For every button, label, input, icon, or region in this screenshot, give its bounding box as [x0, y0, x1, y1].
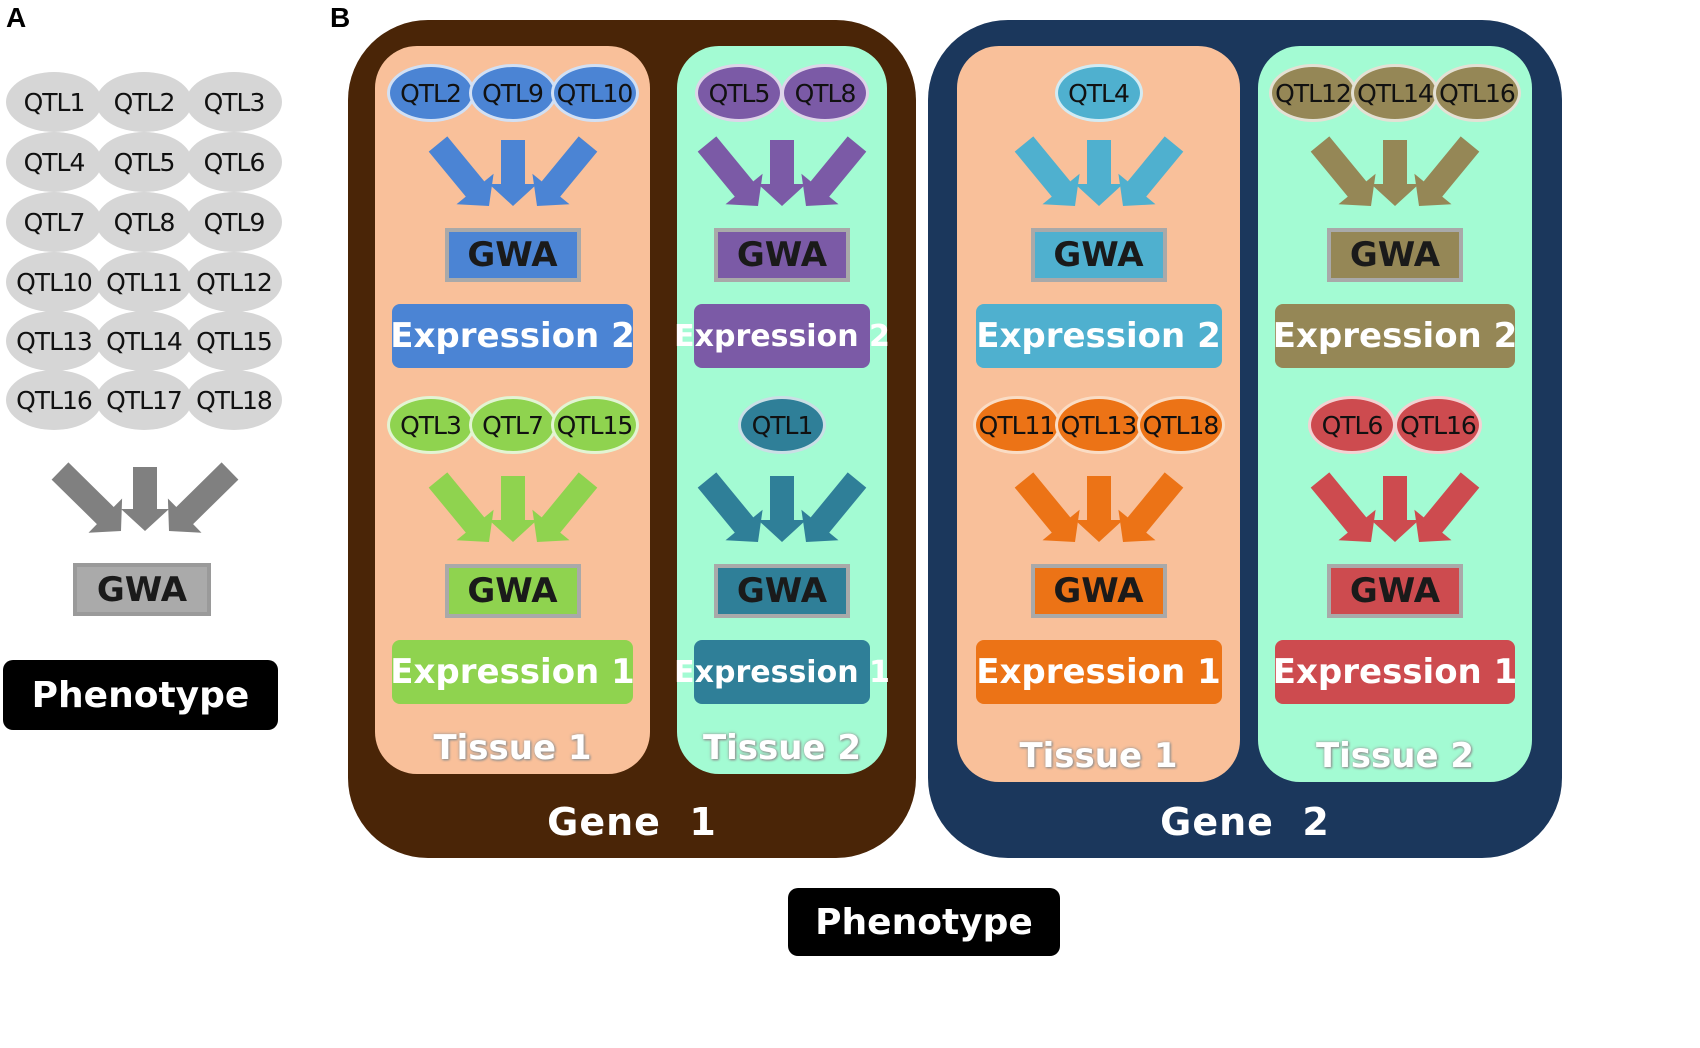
- convergence-arrows-icon: [428, 136, 597, 206]
- qtl-pill: QTL2: [386, 64, 475, 122]
- arrow-right-icon: [531, 136, 597, 206]
- gwa-box: GWA: [714, 228, 850, 282]
- qtl-pill: QTL18: [186, 370, 282, 430]
- convergence-arrows-icon: [1014, 136, 1183, 206]
- arrow-right-icon: [1117, 136, 1183, 206]
- gwa-box: GWA: [1327, 564, 1463, 618]
- convergence-arrows-icon: [697, 136, 867, 206]
- qtl-pill: QTL1: [738, 396, 826, 454]
- arrow-left-icon: [1310, 472, 1376, 542]
- qtl-pill: QTL5: [695, 64, 783, 122]
- qtl-pill: QTL10: [550, 64, 639, 122]
- phenotype-box-b: Phenotype: [788, 888, 1060, 956]
- qtl-pill: QTL16: [1433, 64, 1521, 122]
- arrow-left-icon: [697, 472, 763, 542]
- arrow-center-icon: [121, 467, 169, 531]
- qtl-pill: QTL2: [96, 72, 192, 132]
- convergence-arrows-icon: [1310, 136, 1480, 206]
- qtl-pill: QTL16: [1394, 396, 1482, 454]
- qtl-pill: QTL5: [96, 132, 192, 192]
- gwa-box: GWA: [1030, 228, 1167, 282]
- arrow-left-icon: [1310, 136, 1376, 206]
- arrow-left-icon: [1014, 472, 1080, 542]
- qtl-pill: QTL7: [6, 192, 102, 252]
- qtl-pill: QTL11: [972, 396, 1061, 454]
- arrow-center-icon: [488, 476, 537, 542]
- expression-label: Expression 2: [674, 304, 890, 368]
- qtl-pill: QTL12: [1269, 64, 1357, 122]
- qtl-pill: QTL3: [386, 396, 475, 454]
- arrow-center-icon: [1074, 476, 1123, 542]
- tissue-label: Tissue 1: [1019, 736, 1178, 776]
- gwa-box: GWA: [714, 564, 850, 618]
- qtl-pill: QTL4: [1054, 64, 1143, 122]
- tissue-label: Tissue 2: [1315, 736, 1475, 776]
- arrow-left-icon: [1014, 136, 1080, 206]
- qtl-pill: QTL3: [186, 72, 282, 132]
- qtl-pill: QTL15: [550, 396, 639, 454]
- gene-label: Gene 2: [1160, 800, 1330, 844]
- qtl-pill: QTL16: [6, 370, 102, 430]
- convergence-arrows-icon: [1310, 472, 1480, 542]
- qtl-pill: QTL6: [1308, 396, 1396, 454]
- arrow-center-icon: [758, 140, 806, 206]
- arrow-center-icon: [758, 476, 806, 542]
- qtl-pill: QTL1: [6, 72, 102, 132]
- tissue-label: Tissue 1: [433, 728, 592, 768]
- qtl-pill: QTL13: [6, 311, 102, 371]
- qtl-pill: QTL6: [186, 132, 282, 192]
- gwa-box: GWA: [444, 564, 581, 618]
- qtl-pill: QTL14: [1351, 64, 1439, 122]
- expression-label: Expression 2: [390, 304, 635, 368]
- arrow-right-icon: [1117, 472, 1183, 542]
- arrow-left-icon: [428, 136, 494, 206]
- qtl-pill: QTL8: [96, 192, 192, 252]
- gwa-box-a: GWA: [73, 563, 211, 616]
- arrow-right-icon: [801, 136, 867, 206]
- qtl-pill: QTL17: [96, 370, 192, 430]
- arrow-center-icon: [488, 140, 537, 206]
- tissue-label: Tissue 2: [702, 728, 862, 768]
- expression-label: Expression 1: [1273, 640, 1517, 704]
- arrow-right-icon: [801, 472, 867, 542]
- expression-label: Expression 1: [674, 640, 890, 704]
- qtl-pill: QTL15: [186, 311, 282, 371]
- qtl-pill: QTL9: [468, 64, 557, 122]
- arrow-center-icon: [1074, 140, 1123, 206]
- convergence-arrows-icon: [1014, 472, 1183, 542]
- qtl-pill: QTL18: [1136, 396, 1225, 454]
- panel-a-label: A: [6, 2, 27, 33]
- qtl-pill: QTL10: [6, 252, 102, 312]
- arrow-left-icon: [697, 136, 763, 206]
- gwa-box: GWA: [1327, 228, 1463, 282]
- gwa-box: GWA: [1030, 564, 1167, 618]
- convergence-arrows-icon: [697, 472, 867, 542]
- arrow-right-icon: [167, 462, 239, 533]
- arrow-right-icon: [1414, 136, 1480, 206]
- arrow-center-icon: [1371, 140, 1419, 206]
- qtl-pill: QTL8: [781, 64, 869, 122]
- expression-label: Expression 2: [975, 304, 1222, 368]
- convergence-arrows-icon: [51, 462, 239, 533]
- qtl-pill: QTL4: [6, 132, 102, 192]
- panel-b-label: B: [330, 2, 351, 33]
- expression-label: Expression 2: [1273, 304, 1517, 368]
- qtl-pill: QTL14: [96, 311, 192, 371]
- qtl-pill: QTL12: [186, 252, 282, 312]
- arrow-right-icon: [1414, 472, 1480, 542]
- gene-label: Gene 1: [547, 800, 717, 844]
- arrow-left-icon: [428, 472, 494, 542]
- expression-label: Expression 1: [390, 640, 635, 704]
- qtl-pill: QTL9: [186, 192, 282, 252]
- convergence-arrows-icon: [428, 472, 597, 542]
- arrow-center-icon: [1371, 476, 1419, 542]
- qtl-pill: QTL7: [468, 396, 557, 454]
- phenotype-box-a: Phenotype: [3, 660, 278, 730]
- arrow-left-icon: [51, 462, 123, 533]
- expression-label: Expression 1: [975, 640, 1222, 704]
- qtl-pill: QTL13: [1054, 396, 1143, 454]
- arrow-right-icon: [531, 472, 597, 542]
- qtl-pill: QTL11: [96, 252, 192, 312]
- gwa-box: GWA: [444, 228, 581, 282]
